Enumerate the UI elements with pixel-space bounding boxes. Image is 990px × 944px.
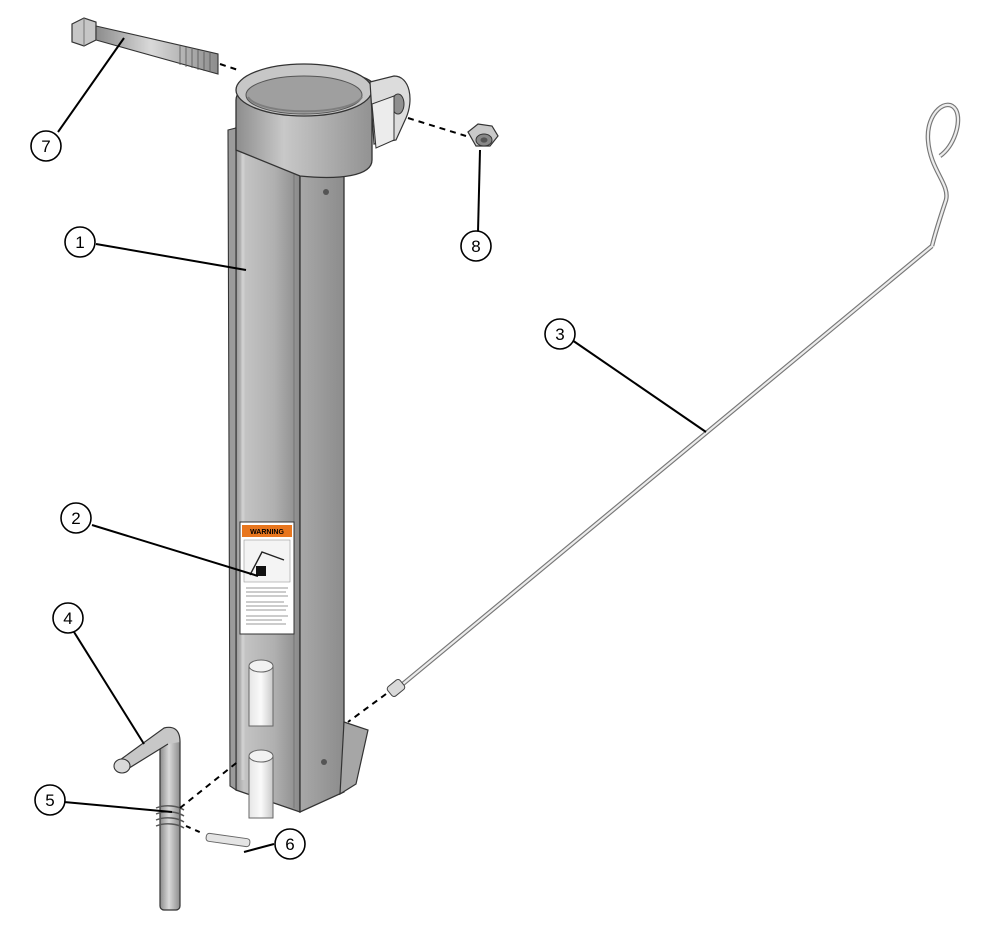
leader-lines	[57, 37, 707, 853]
hook-rod	[386, 102, 961, 697]
pin-assembly-path	[179, 759, 241, 809]
pin-guide-upper	[248, 659, 274, 727]
callout-8: 8	[460, 230, 492, 262]
callout-6-number: 6	[285, 835, 294, 854]
pin-guide-lower	[248, 749, 274, 819]
callout-3: 3	[544, 318, 576, 350]
post-assembly	[227, 63, 411, 819]
post-left-flange	[227, 127, 237, 792]
cross-pin	[205, 832, 251, 848]
cross-pin-assembly-path	[185, 825, 205, 835]
rod-assembly-path	[347, 693, 387, 723]
callout-4-number: 4	[63, 609, 72, 628]
leader-7	[57, 37, 125, 133]
callout-4: 4	[52, 602, 84, 634]
warning-decal-heading: WARNING	[250, 529, 284, 536]
lock-nut	[467, 123, 499, 147]
callout-2-number: 2	[71, 509, 80, 528]
leader-8	[477, 149, 481, 233]
bolt-hole	[321, 759, 327, 765]
leader-4	[73, 631, 145, 745]
callout-3-number: 3	[555, 325, 564, 344]
callout-7: 7	[30, 130, 62, 162]
leader-6	[243, 843, 275, 853]
leader-5	[63, 801, 173, 813]
post-foot-bracket	[339, 721, 369, 796]
bolt-hole	[323, 189, 329, 195]
nut-assembly-path	[407, 117, 467, 137]
callout-5-number: 5	[45, 791, 54, 810]
callout-7-number: 7	[41, 137, 50, 156]
leader-1	[95, 243, 247, 271]
callout-6: 6	[274, 828, 306, 860]
spring	[155, 805, 185, 829]
callout-1: 1	[64, 226, 96, 258]
bolt	[71, 17, 219, 75]
callout-8-number: 8	[471, 237, 480, 256]
post-side-face	[299, 139, 345, 814]
callout-2: 2	[60, 502, 92, 534]
l-pin	[113, 726, 181, 911]
bolt-assembly-path	[219, 63, 239, 71]
leader-3	[571, 339, 707, 433]
warning-decal: WARNING	[239, 521, 295, 635]
callout-5: 5	[34, 784, 66, 816]
leader-2	[91, 524, 259, 577]
warning-decal-header	[242, 525, 292, 537]
callout-1-number: 1	[75, 233, 84, 252]
